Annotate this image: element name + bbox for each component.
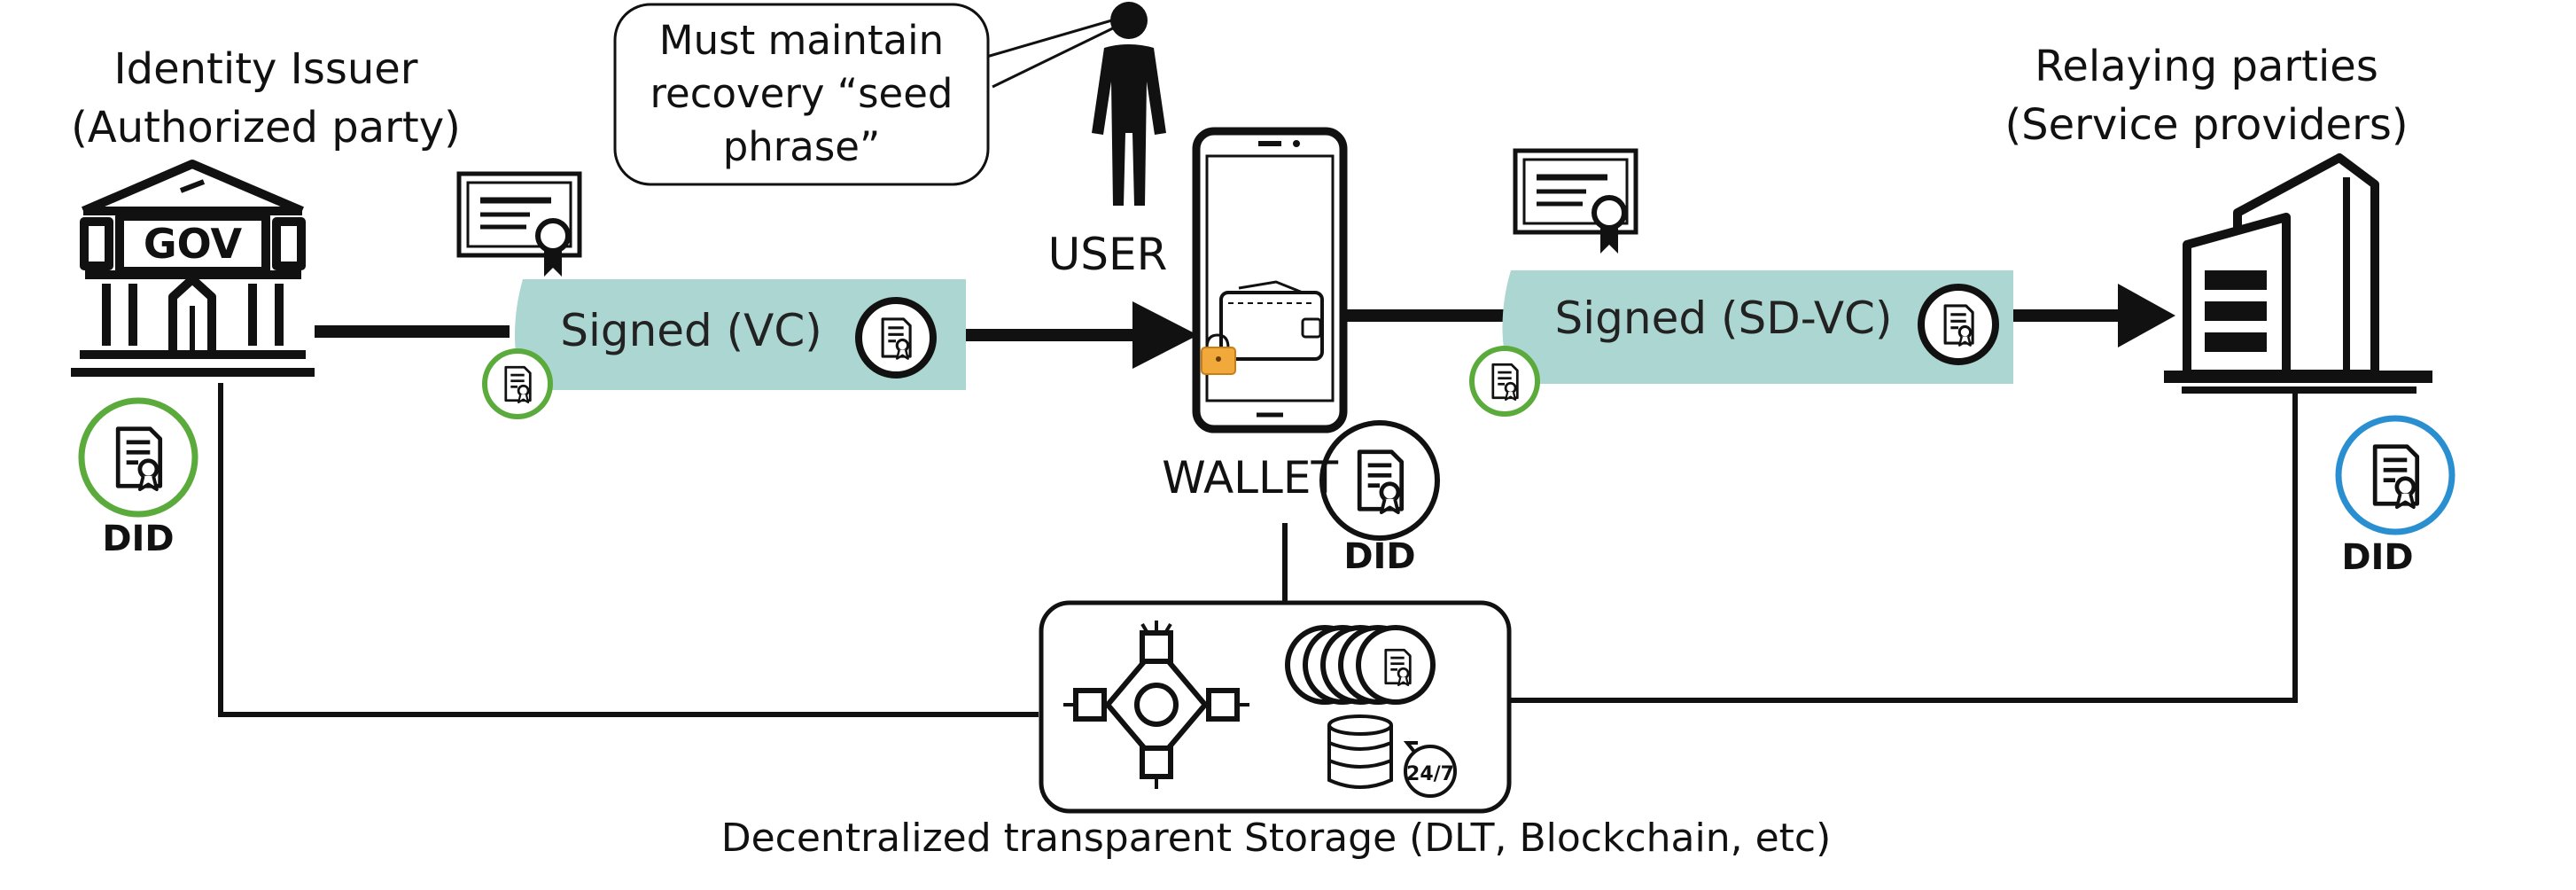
speech-tail-line-1: [983, 16, 1122, 59]
government-building-icon: [71, 160, 315, 377]
speech-line-2: recovery “seed: [650, 70, 953, 117]
issuer-did-badge: [78, 397, 198, 518]
certificate-icon-vc: [459, 174, 580, 277]
speech-line-1: Must maintain: [658, 17, 945, 64]
blockchain-network-icon: [1063, 621, 1249, 789]
signed-vc-label: Signed (VC): [560, 305, 822, 356]
sdvc-issuer-signature-icon: [1469, 346, 1540, 417]
sdvc-to-relying-arrow: [2118, 284, 2175, 347]
speech-line-3: phrase”: [722, 123, 881, 170]
speech-bubble: [613, 3, 990, 186]
smartphone-wallet-icon: [1192, 127, 1348, 433]
signed-sdvc-label: Signed (SD-VC): [1554, 293, 1893, 344]
issuer-to-storage-line: [218, 383, 1039, 717]
signed-sdvc-pill: [1469, 270, 2013, 417]
wallet-label: WALLET: [1162, 452, 1338, 504]
issuer-title-line1: Identity Issuer: [113, 44, 418, 94]
vc-signature-badge: [855, 297, 937, 379]
issuer-title: Identity Issuer (Authorized party): [18, 40, 514, 157]
wallet-did-label: DID: [1343, 536, 1416, 577]
issuer-title-line2: (Authorized party): [71, 103, 461, 152]
person-icon: [1092, 2, 1166, 206]
relying-did-label: DID: [2341, 537, 2414, 578]
certificate-icon-sdvc: [1515, 151, 1636, 254]
wallet-did-badge: [1319, 420, 1440, 541]
connectors: [218, 16, 2298, 717]
relying-title-line1: Relaying parties: [2035, 42, 2378, 91]
relying-title-line2: (Service providers): [2004, 100, 2409, 150]
relying-title: Relaying parties (Service providers): [1950, 37, 2463, 154]
office-building-icon: [2164, 153, 2432, 394]
relying-did-badge: [2335, 415, 2455, 535]
stacked-credentials-icon: [1285, 625, 1436, 705]
speech-tail-line-2: [992, 21, 1125, 89]
issuer-did-label: DID: [102, 519, 175, 559]
speech-bubble-text: Must maintain recovery “seed phrase”: [615, 14, 988, 174]
database-24-7-icon: 24/7: [1327, 714, 1457, 798]
signed-vc-pill: [482, 279, 966, 419]
relying-to-storage-line: [1511, 392, 2298, 703]
vc-issuer-signature-icon: [482, 348, 553, 419]
storage-caption: Decentralized transparent Storage (DLT, …: [720, 816, 1832, 861]
sdvc-signature-badge: [1918, 284, 1999, 365]
gov-sign: GOV: [143, 220, 243, 268]
database-24-7-badge: 24/7: [1406, 763, 1454, 785]
user-label: USER: [1047, 229, 1168, 280]
vc-to-wallet-arrow: [1132, 301, 1198, 369]
